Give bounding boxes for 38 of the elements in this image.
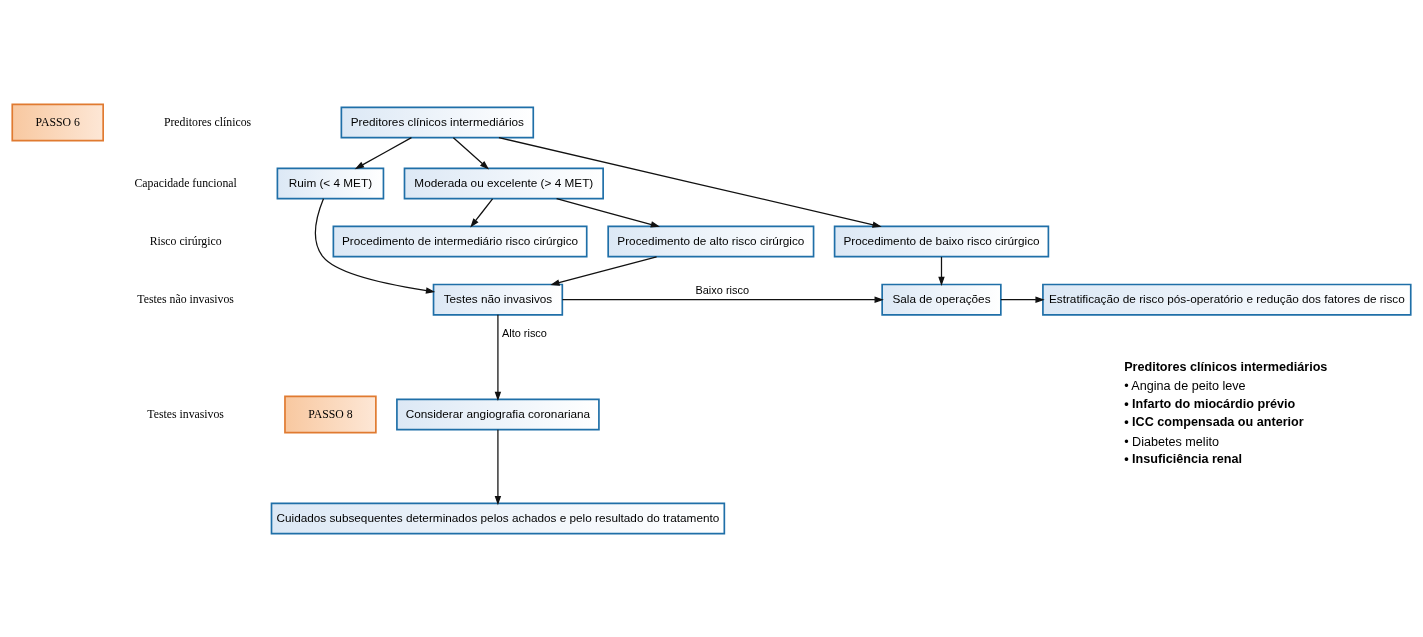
arrow [494,428,502,505]
node-box: Considerar angiografia coronariana [396,398,600,430]
label: Risco cirúrgico [149,234,222,248]
label: Testes não invasivos [137,292,234,306]
arrow [354,136,413,169]
label: • Diabetes melito [1124,434,1219,449]
node-box: PASSO 6 [11,103,104,141]
node-box: Procedimento de intermediário risco cirúrgico [332,225,588,258]
arrow [470,197,494,228]
arrow [555,197,660,228]
node-box: Ruim (< 4 MET) [276,167,385,199]
node-box: PASSO 8 [284,395,377,433]
arrow [561,295,884,303]
edge-label: Baixo risco [695,283,749,296]
arrow [314,197,436,294]
label: Capacidade funcional [134,176,237,190]
node-box: Cuidados subsequentes determinados pelos achados e pelo resultado do tratamento [270,502,726,534]
label: Preditores clínicos [163,115,252,129]
edge-label: Alto risco [501,326,547,339]
node-box: Procedimento de baixo risco cirúrgico [833,225,1050,258]
node-box: Preditores clínicos intermediários [340,105,535,138]
arrow [494,313,502,401]
label: Preditores clínicos intermediários [1124,359,1328,374]
label: • Angina de peito leve [1124,378,1246,393]
node-box: Sala de operações [881,283,1002,316]
label: • ICC compensada ou anterior [1124,414,1304,429]
arrow [550,255,658,286]
label: • Insuficiência renal [1124,451,1243,466]
node-box: Testes não invasivos [432,283,564,316]
node-box: Estratificação de risco pós-operatório e redução dos fatores de risco [1042,283,1412,316]
arrow [498,136,882,228]
label: Testes invasivos [147,407,224,421]
arrow [938,255,945,286]
node-box: Procedimento de alto risco cirúrgico [607,225,815,258]
node-box: Moderada ou excelente (> 4 MET) [403,167,604,199]
label: • Infarto do miocárdio prévio [1124,396,1296,411]
arrow [1000,295,1045,303]
arrow [452,136,490,169]
